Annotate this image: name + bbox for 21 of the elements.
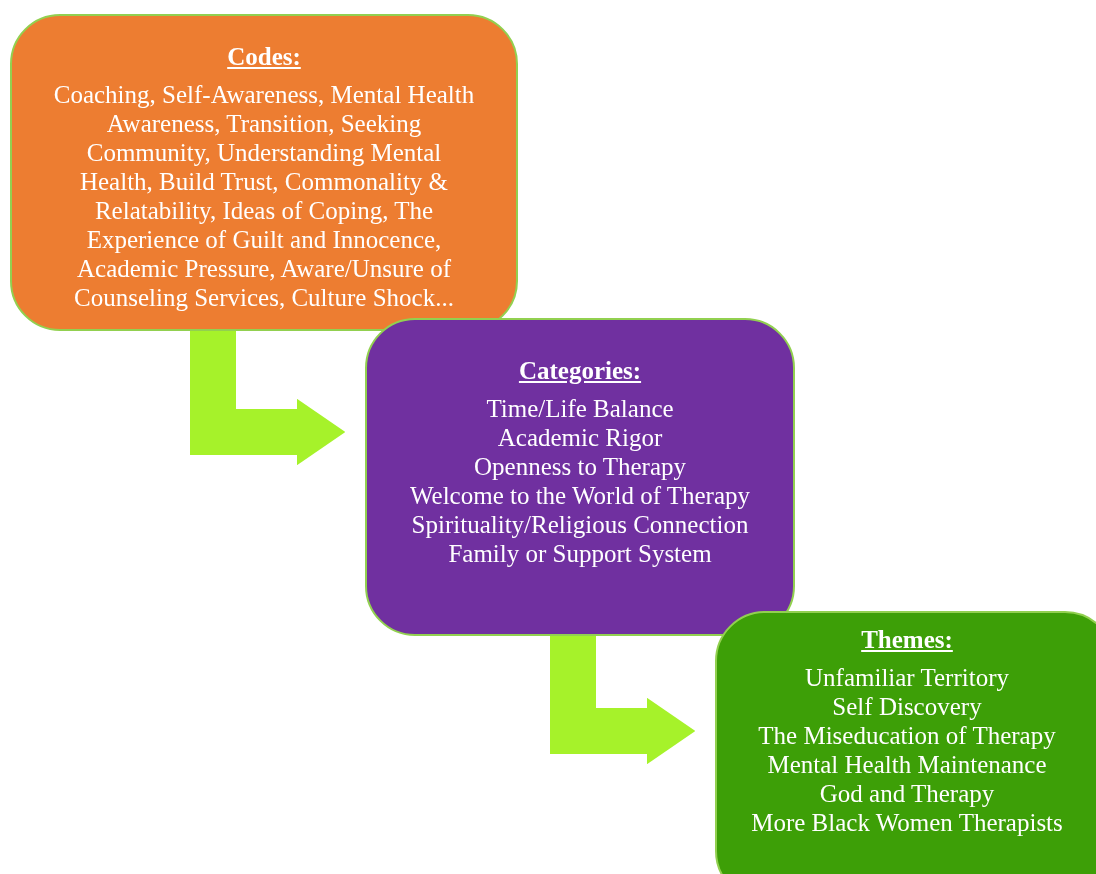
box-text: Family or Support System [448, 539, 712, 568]
box-text: Welcome to the World of Therapy [409, 481, 751, 510]
box-heading: Codes: [227, 42, 301, 71]
box-text: Openness to Therapy [474, 452, 686, 481]
rounded-box [365, 318, 795, 636]
box-text: Self Discovery [832, 692, 982, 721]
box-heading: Categories: [518, 356, 642, 385]
bent-arrow [550, 636, 696, 765]
box-heading: Themes: [861, 625, 953, 654]
bent-arrow [190, 331, 346, 466]
box-text: Unfamiliar Territory [805, 663, 1009, 692]
rounded-box [715, 611, 1096, 874]
rounded-box [10, 14, 518, 331]
box-text: Academic Rigor [497, 423, 663, 452]
box-text: Spirituality/Religious Connection [411, 510, 749, 539]
box-text: Time/Life Balance [486, 394, 674, 423]
box-text: Mental Health Maintenance [767, 750, 1047, 779]
box-text: God and Therapy [819, 779, 995, 808]
box-text: More Black Women Therapists [751, 808, 1063, 837]
box-text: The Miseducation of Therapy [758, 721, 1056, 750]
box-text: Coaching, Self-Awareness, Mental Health Awareness, Transition, Seeking Community, Understanding Mental Health, Build Trust, Commonality & Relatability, Ideas of Coping, The Experience of Guilt and Innocence, Academic Pressure, Aware/Unsure of Counseling Services, Culture Shock... [52, 80, 476, 312]
